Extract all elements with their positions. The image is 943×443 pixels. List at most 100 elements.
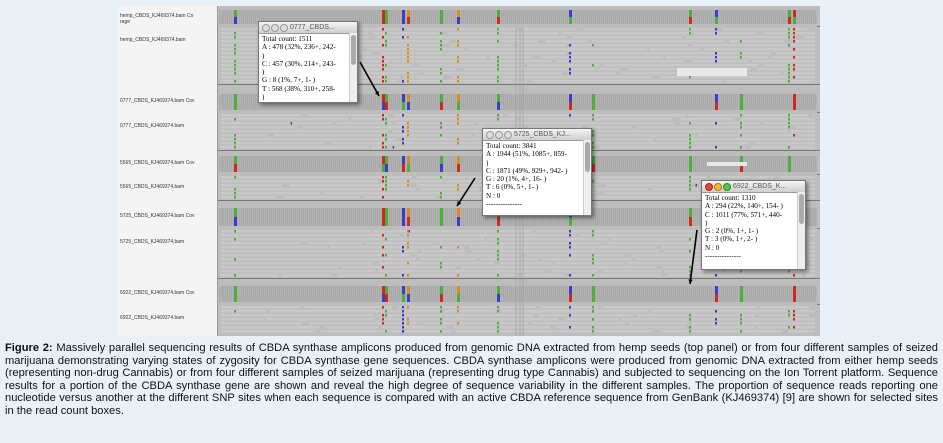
coverage-bar	[619, 208, 620, 226]
snp-coverage-bar	[385, 164, 388, 172]
coverage-bar	[245, 94, 246, 110]
coverage-bar	[615, 94, 616, 110]
coverage-bar	[229, 208, 230, 226]
coverage-bar	[719, 10, 720, 24]
coverage-bar	[461, 156, 462, 172]
coverage-bar	[369, 156, 370, 172]
track-label-coverage[interactable]: 0777_CBDS_KJ469374.bam Cov	[120, 98, 195, 104]
coverage-bar	[305, 10, 306, 24]
popup-titlebar[interactable]: 0777_CBDS...	[259, 22, 357, 34]
snp-coverage-bar	[715, 94, 718, 102]
coverage-bar	[365, 208, 366, 226]
coverage-bar	[741, 10, 742, 24]
coverage-bar	[255, 94, 256, 110]
popup-titlebar[interactable]: 6922_CBDS_K...	[702, 181, 805, 193]
popup-titlebar[interactable]: 5725_CBDS_KJ...	[483, 129, 591, 141]
coverage-bar	[697, 208, 698, 226]
coverage-bar	[471, 286, 472, 302]
window-buttons[interactable]	[486, 131, 513, 142]
coverage-bar	[411, 10, 412, 24]
snp-mismatch	[402, 28, 404, 31]
coverage-bar	[641, 10, 642, 24]
popup-line: N : 0	[705, 243, 720, 252]
popup-scrollbar[interactable]	[583, 140, 591, 215]
coverage-bar	[527, 208, 528, 226]
coverage-bar	[575, 208, 576, 226]
snp-coverage-bar	[385, 17, 388, 24]
igv-screenshot	[117, 6, 820, 336]
coverage-bar	[805, 286, 806, 302]
coverage-bar	[501, 208, 502, 226]
coverage-bar	[589, 10, 590, 24]
coverage-bar	[283, 10, 284, 24]
coverage-bar	[279, 10, 280, 24]
aligned-read	[722, 28, 807, 31]
coverage-bar	[763, 156, 764, 172]
coverage-bar	[621, 10, 622, 24]
popup-scrollbar[interactable]	[797, 192, 805, 269]
coverage-bar	[563, 208, 564, 226]
snp-mismatch	[234, 230, 236, 233]
coverage-bar	[815, 286, 816, 302]
track-label-coverage[interactable]: 5565_CBDS_KJ469374.bam Cov	[120, 160, 195, 166]
coverage-bar	[663, 156, 664, 172]
snp-mismatch	[592, 310, 594, 313]
coverage-bar	[455, 10, 456, 24]
aligned-read	[308, 114, 388, 117]
track-label-reads[interactable]: hemp_CBDS_KJ469374.bam	[120, 37, 186, 43]
coverage-bar	[711, 286, 712, 302]
coverage-bar	[371, 10, 372, 24]
coverage-bar	[743, 286, 744, 302]
track-label-reads[interactable]: 5725_CBDS_KJ469374.bam	[120, 239, 185, 245]
coverage-bar	[671, 286, 672, 302]
snp-mismatch	[592, 258, 594, 261]
coverage-bar	[697, 286, 698, 302]
window-buttons[interactable]	[705, 183, 732, 194]
popup-scrollbar[interactable]	[349, 33, 357, 102]
track-label-coverage[interactable]: hemp_CBDS_KJ469374.bam Co	[120, 13, 194, 19]
aligned-read	[804, 36, 815, 39]
coverage-bar	[337, 10, 338, 24]
window-buttons[interactable]	[262, 24, 289, 35]
aligned-read	[303, 126, 440, 129]
snp-coverage-bar	[689, 17, 692, 24]
coverage-bar	[331, 208, 332, 226]
coverage-bar	[519, 10, 520, 24]
coverage-bar	[247, 286, 248, 302]
coverage-bar	[535, 10, 536, 24]
aligned-read	[796, 126, 815, 129]
snp-mismatch	[689, 32, 691, 35]
track-label-coverage[interactable]: 5725_CBDS_KJ469374.bam Cov	[120, 213, 195, 219]
coverage-bar	[665, 156, 666, 172]
aligned-read	[221, 318, 263, 321]
track-label-reads[interactable]: 0777_CBDS_KJ469374.bam	[120, 123, 185, 129]
snp-mismatch	[457, 76, 459, 79]
snp-coverage-bar	[440, 217, 443, 226]
coverage-bar	[367, 156, 368, 172]
snp-mismatch	[793, 134, 795, 137]
coverage-bar	[363, 10, 364, 24]
track-label-reads[interactable]: 6922_CBDS_KJ469374.bam	[120, 315, 185, 321]
snp-coverage-bar	[402, 164, 405, 172]
snp-mismatch	[385, 64, 387, 67]
coverage-bar	[239, 94, 240, 110]
snp-mismatch	[440, 192, 442, 195]
snp-mismatch	[234, 310, 236, 313]
aligned-read	[470, 246, 655, 249]
snp-mismatch	[385, 314, 387, 317]
coverage-bar	[341, 208, 342, 226]
snp-mismatch	[569, 246, 571, 249]
coverage-bar	[227, 10, 228, 24]
aligned-read	[402, 80, 527, 83]
coverage-bar	[443, 94, 444, 110]
snp-mismatch	[402, 318, 404, 321]
track-label-coverage[interactable]: 6922_CBDS_KJ469374.bam Cov	[120, 290, 195, 296]
snp-coverage-bar	[457, 17, 460, 24]
track-label-reads[interactable]: 5565_CBDS_KJ469374.bam	[120, 184, 185, 190]
coverage-bar	[589, 94, 590, 110]
snp-mismatch	[592, 318, 594, 321]
coverage-bar	[393, 94, 394, 110]
